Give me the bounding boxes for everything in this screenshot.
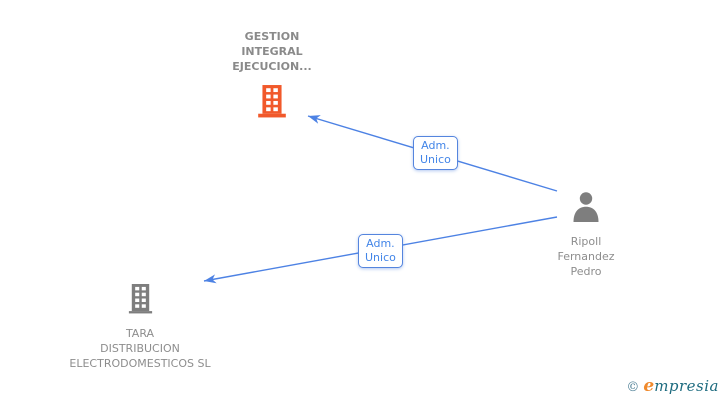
building-icon — [125, 284, 156, 318]
person-icon — [570, 191, 602, 227]
person-name-line: Pedro — [570, 265, 602, 278]
company-name-line: EJECUCION... — [232, 60, 312, 73]
edge-role-line: Unico — [365, 251, 396, 264]
copyright-icon: © — [626, 380, 640, 395]
company-name: TARA DISTRIBUCION ELECTRODOMESTICOS SL — [69, 326, 210, 371]
node-person-ripoll-fernandez-pedro[interactable]: Ripoll Fernandez Pedro — [526, 191, 646, 279]
company-name-line: DISTRIBUCION — [100, 342, 180, 355]
company-name-line: TARA — [125, 327, 155, 340]
node-company-gestion-integral[interactable]: GESTION INTEGRAL EJECUCION... — [192, 29, 352, 122]
person-name: Ripoll Fernandez Pedro — [557, 234, 614, 279]
edge-role-line: Adm. — [421, 139, 450, 152]
person-name-line: Fernandez — [557, 250, 615, 263]
edge-label-adm-unico-bottom: Adm. Unico — [358, 234, 403, 268]
brand-logo-text: mpresia — [654, 377, 719, 395]
node-company-tara-distribucion[interactable]: TARA DISTRIBUCION ELECTRODOMESTICOS SL — [60, 284, 220, 371]
edge-role-line: Adm. — [366, 237, 395, 250]
edge-label-adm-unico-top: Adm. Unico — [413, 136, 458, 170]
edge-role-line: Unico — [420, 153, 451, 166]
company-name-line: ELECTRODOMESTICOS SL — [69, 357, 211, 370]
person-name-line: Ripoll — [570, 235, 602, 248]
company-name-line: GESTION — [244, 30, 300, 43]
building-icon — [255, 85, 289, 122]
company-name-line: INTEGRAL — [241, 45, 303, 58]
empresia-watermark: ©empresia — [626, 376, 719, 396]
company-name: GESTION INTEGRAL EJECUCION... — [232, 29, 311, 74]
brand-logo-initial: e — [643, 376, 655, 396]
